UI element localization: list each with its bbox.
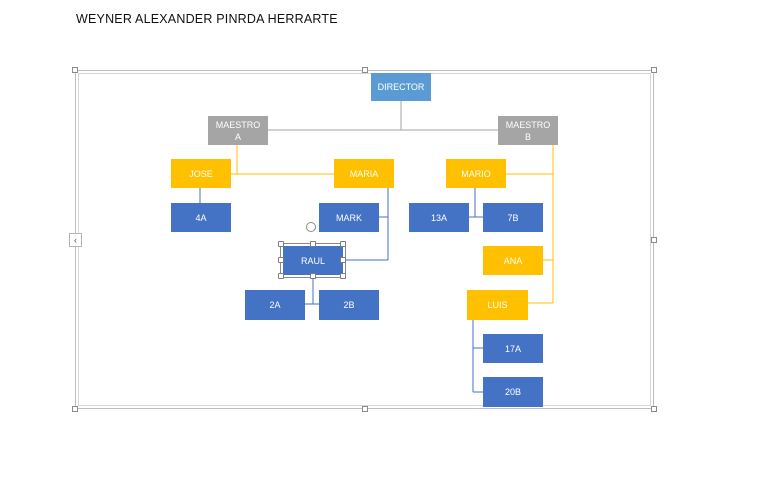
frame-handle-top-right[interactable] [651, 67, 657, 73]
frame-handle-top[interactable] [362, 67, 368, 73]
selection-handle-bottom-left[interactable] [278, 273, 284, 279]
node-20b[interactable]: 20B [483, 377, 543, 407]
frame-handle-right[interactable] [651, 237, 657, 243]
document-title: WEYNER ALEXANDER PINRDA HERRARTE [76, 12, 338, 26]
node-mario[interactable]: MARIO [446, 159, 506, 188]
node-maestro-a-line2: A [234, 131, 241, 142]
node-raul-selected[interactable]: RAUL [280, 243, 346, 278]
frame-handle-bottom-right[interactable] [651, 406, 657, 412]
node-7b[interactable]: 7B [483, 203, 543, 232]
selection-handle-top-right[interactable] [340, 241, 346, 247]
node-luis[interactable]: LUIS [467, 290, 528, 320]
node-13a[interactable]: 13A [409, 203, 469, 232]
rotate-handle-icon[interactable] [306, 222, 316, 232]
node-jose[interactable]: JOSE [171, 159, 231, 188]
node-4a[interactable]: 4A [171, 203, 231, 232]
text-pane-toggle-icon[interactable]: ‹ [69, 233, 82, 247]
node-mark[interactable]: MARK [319, 203, 379, 232]
selection-handle-bottom-right[interactable] [340, 273, 346, 279]
node-director[interactable]: DIRECTOR [371, 73, 431, 101]
node-17a[interactable]: 17A [483, 334, 543, 363]
selection-handle-bottom[interactable] [310, 273, 316, 279]
node-2b[interactable]: 2B [319, 290, 379, 320]
selection-handle-left[interactable] [278, 257, 284, 263]
node-maestro-b-line1: MAESTRO [505, 119, 551, 130]
node-maestro-b-line2: B [524, 131, 531, 142]
node-maestro-b[interactable]: MAESTRO B [498, 116, 558, 145]
node-maestro-a[interactable]: MAESTRO A [208, 116, 268, 145]
frame-handle-top-left[interactable] [72, 67, 78, 73]
frame-handle-bottom-left[interactable] [72, 406, 78, 412]
node-ana[interactable]: ANA [483, 246, 543, 275]
node-maestro-a-line1: MAESTRO [215, 119, 261, 130]
node-2a[interactable]: 2A [245, 290, 305, 320]
selection-handle-top[interactable] [310, 241, 316, 247]
selection-handle-top-left[interactable] [278, 241, 284, 247]
selection-handle-right[interactable] [340, 257, 346, 263]
node-maria[interactable]: MARIA [334, 159, 394, 188]
frame-handle-bottom[interactable] [362, 406, 368, 412]
